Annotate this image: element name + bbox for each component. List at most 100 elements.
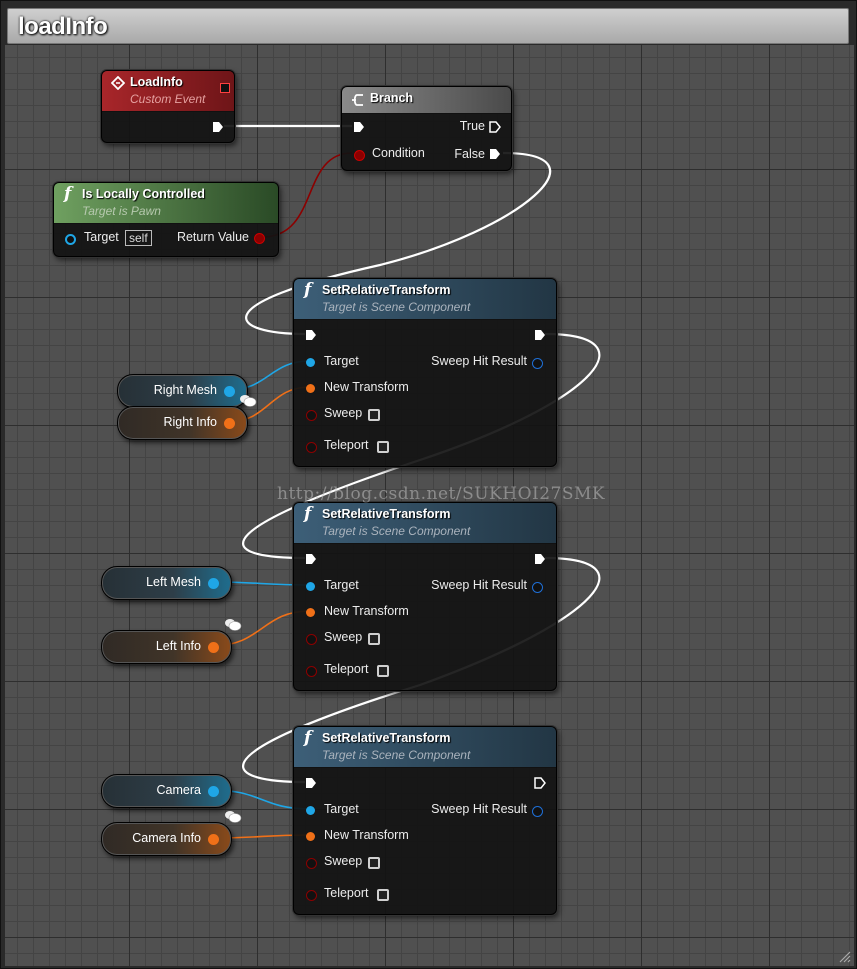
left-mesh-pin-icon[interactable] (208, 578, 219, 589)
set-node-title: SetRelativeTransform (322, 507, 451, 521)
target-pin-icon[interactable] (306, 582, 315, 591)
new-transform-pin-icon[interactable] (306, 384, 315, 393)
target-label: Target (324, 578, 359, 592)
teleport-checkbox[interactable] (377, 665, 389, 677)
new-transform-label: New Transform (324, 380, 409, 394)
condition-pin-icon[interactable] (354, 150, 365, 161)
target-pin-icon[interactable] (306, 806, 315, 815)
teleport-pin-icon[interactable] (306, 442, 317, 453)
right-info-pin-icon[interactable] (224, 418, 235, 429)
exec-in-pin-icon[interactable] (353, 121, 365, 133)
set-node-title: SetRelativeTransform (322, 731, 451, 745)
set-relative-transform-node-2[interactable]: f SetRelativeTransform Target is Scene C… (293, 502, 557, 691)
teleport-label: Teleport (324, 438, 369, 452)
camera-info-pin-icon[interactable] (208, 834, 219, 845)
sweep-hit-result-label: Sweep Hit Result (431, 354, 527, 368)
teleport-checkbox[interactable] (377, 889, 389, 901)
sweep-label: Sweep (324, 854, 363, 868)
sweep-hit-result-pin-icon[interactable] (532, 358, 543, 369)
set-node-header: f SetRelativeTransform Target is Scene C… (294, 503, 556, 544)
is-locally-controlled-node[interactable]: f Is Locally Controlled Target is Pawn T… (53, 182, 279, 257)
set-node-subtitle: Target is Scene Component (322, 748, 471, 762)
left-info-pin-icon[interactable] (208, 642, 219, 653)
custom-event-title: LoadInfo (130, 75, 183, 89)
delegate-pin-icon[interactable] (220, 83, 230, 93)
false-exec-out-pin-icon[interactable] (489, 148, 501, 160)
exec-in-pin-icon[interactable] (305, 553, 317, 565)
branch-false-label: False (454, 147, 485, 161)
right-info-label: Right Info (163, 415, 217, 429)
exec-out-pin-icon[interactable] (534, 553, 546, 565)
sweep-hit-result-pin-icon[interactable] (532, 582, 543, 593)
target-label: Target (324, 802, 359, 816)
graph-title-bar: loadInfo (7, 8, 849, 44)
branch-icon (352, 94, 363, 106)
new-transform-pin-icon[interactable] (306, 608, 315, 617)
left-info-label: Left Info (155, 639, 201, 653)
right-mesh-label: Right Mesh (153, 383, 217, 397)
custom-event-node[interactable]: LoadInfo Custom Event (101, 70, 235, 143)
sweep-checkbox[interactable] (368, 409, 380, 421)
right-mesh-variable-node[interactable]: Right Mesh (117, 374, 248, 408)
branch-header: Branch (342, 87, 511, 114)
right-mesh-pin-icon[interactable] (224, 386, 235, 397)
new-transform-pin-icon[interactable] (306, 832, 315, 841)
is-locally-controlled-subtitle: Target is Pawn (82, 204, 161, 218)
sweep-pin-icon[interactable] (306, 410, 317, 421)
sweep-pin-icon[interactable] (306, 858, 317, 869)
set-node-title: SetRelativeTransform (322, 283, 451, 297)
sweep-hit-result-pin-icon[interactable] (532, 806, 543, 817)
camera-variable-node[interactable]: Camera (101, 774, 232, 808)
sweep-hit-result-label: Sweep Hit Result (431, 802, 527, 816)
set-relative-transform-node-1[interactable]: f SetRelativeTransform Target is Scene C… (293, 278, 557, 467)
set-relative-transform-node-3[interactable]: f SetRelativeTransform Target is Scene C… (293, 726, 557, 915)
branch-node[interactable]: Branch True Condition False (341, 86, 512, 171)
teleport-label: Teleport (324, 662, 369, 676)
left-mesh-label: Left Mesh (146, 575, 201, 589)
left-info-variable-node[interactable]: Left Info (101, 630, 232, 664)
sweep-label: Sweep (324, 630, 363, 644)
event-diamond-icon (111, 76, 125, 90)
set-node-subtitle: Target is Scene Component (322, 524, 471, 538)
function-icon: f (304, 280, 312, 300)
teleport-checkbox[interactable] (377, 441, 389, 453)
right-info-variable-node[interactable]: Right Info (117, 406, 248, 440)
target-label: Target (324, 354, 359, 368)
sweep-pin-icon[interactable] (306, 634, 317, 645)
custom-event-subtitle: Custom Event (130, 92, 206, 106)
new-transform-label: New Transform (324, 828, 409, 842)
camera-info-variable-node[interactable]: Camera Info (101, 822, 232, 856)
teleport-label: Teleport (324, 886, 369, 900)
true-exec-out-pin-icon[interactable] (489, 121, 501, 133)
new-transform-label: New Transform (324, 604, 409, 618)
teleport-pin-icon[interactable] (306, 890, 317, 901)
resize-grip-icon[interactable] (837, 949, 851, 963)
exec-out-pin-icon[interactable] (212, 121, 224, 133)
exec-in-pin-icon[interactable] (305, 777, 317, 789)
teleport-pin-icon[interactable] (306, 666, 317, 677)
is-locally-controlled-title: Is Locally Controlled (82, 187, 205, 201)
exec-out-pin-icon[interactable] (534, 329, 546, 341)
function-icon: f (304, 728, 312, 748)
target-pin-icon[interactable] (65, 234, 76, 245)
camera-pin-icon[interactable] (208, 786, 219, 797)
target-pin-icon[interactable] (306, 358, 315, 367)
left-mesh-variable-node[interactable]: Left Mesh (101, 566, 232, 600)
return-value-pin-icon[interactable] (254, 233, 265, 244)
custom-event-header: LoadInfo Custom Event (102, 71, 234, 112)
sweep-checkbox[interactable] (368, 633, 380, 645)
sweep-checkbox[interactable] (368, 857, 380, 869)
replicated-variable-icon (225, 811, 242, 823)
branch-title: Branch (370, 91, 414, 105)
replicated-variable-icon (240, 395, 257, 407)
set-node-header: f SetRelativeTransform Target is Scene C… (294, 727, 556, 768)
return-value-label: Return Value (176, 230, 249, 244)
exec-out-pin-icon[interactable] (534, 777, 546, 789)
sweep-label: Sweep (324, 406, 363, 420)
exec-in-pin-icon[interactable] (305, 329, 317, 341)
watermark-text: http://blog.csdn.net/SUKHOI27SMK (277, 484, 606, 504)
graph-title: loadInfo (18, 13, 108, 40)
is-locally-controlled-header: f Is Locally Controlled Target is Pawn (54, 183, 278, 224)
self-value-field[interactable]: self (125, 230, 152, 246)
branch-true-label: True (459, 119, 485, 133)
